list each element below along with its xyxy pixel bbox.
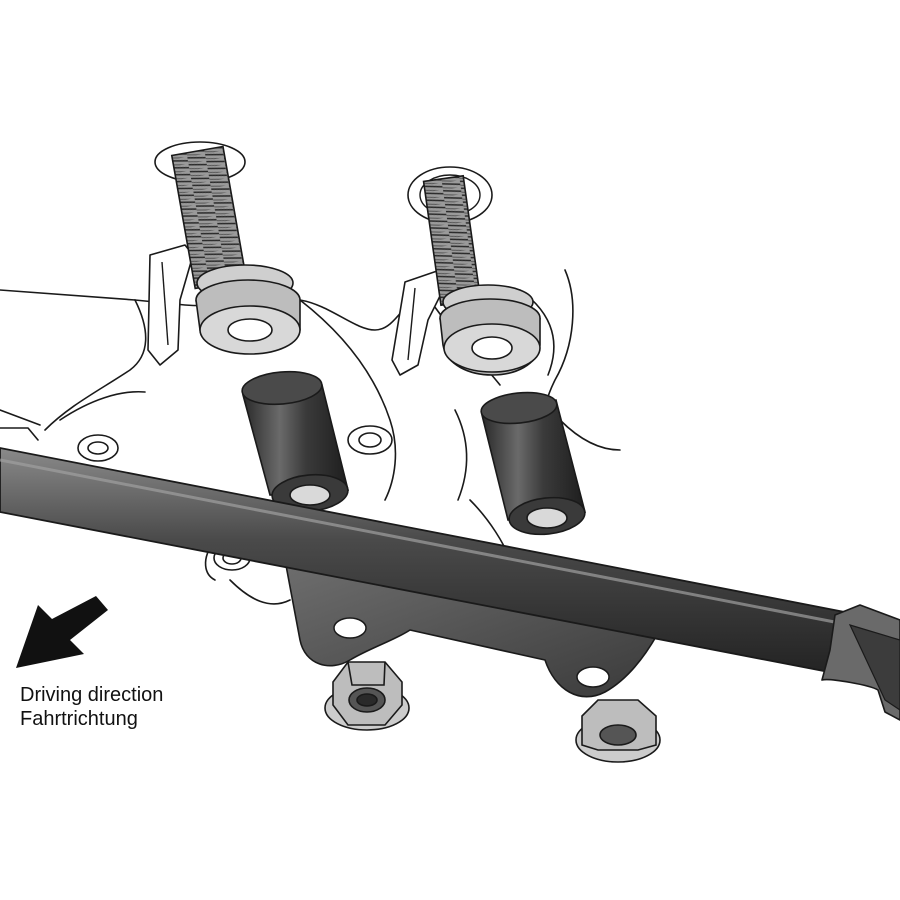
driving-direction-label: Driving direction Fahrtrichtung [20, 683, 163, 731]
flange-nut-left [324, 661, 410, 731]
driving-direction-arrow-icon [16, 596, 108, 668]
flange-nut-right [575, 699, 661, 763]
driving-direction-label-en: Driving direction [20, 684, 164, 706]
frame-tab-left-edge [161, 261, 169, 346]
frame-tab-left [147, 244, 194, 366]
stabilizer-bar [0, 447, 877, 679]
spacer-tube-right [480, 391, 587, 536]
frame-hole-center [347, 425, 393, 455]
washer-stack-left [195, 264, 301, 355]
spacer-tube-left [241, 370, 350, 513]
bar-end-bracket-face [848, 624, 900, 711]
plate-hole-right [576, 666, 610, 688]
plate-hole-left [333, 617, 367, 639]
frame-hole-left [77, 434, 119, 462]
bolt-left [154, 141, 248, 290]
washer-stack-right [439, 284, 541, 376]
bolt-right [407, 166, 493, 307]
stabilizer-bar-highlight [0, 458, 851, 627]
frame-tab-right-edge [407, 287, 416, 361]
driving-direction-label-de: Fahrtrichtung [20, 708, 138, 730]
